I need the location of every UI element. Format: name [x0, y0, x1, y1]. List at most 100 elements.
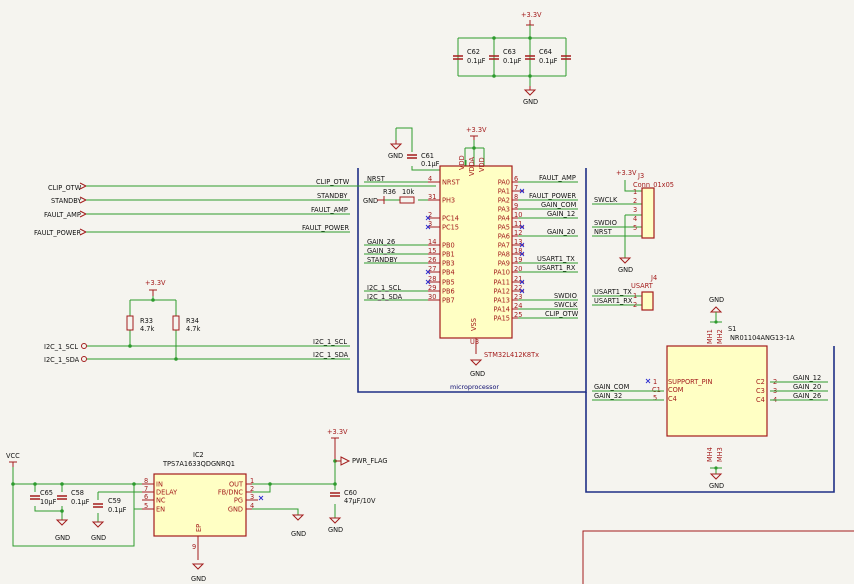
mcu-right-pin-name: PA6: [498, 233, 510, 241]
hier-label-2: FAULT_AMP: [44, 211, 81, 219]
no-connect-mark: [425, 224, 431, 230]
pullup-group: +3.3V R33 4.7k R34 4.7k: [126, 279, 200, 361]
mcu-left-pin-num: 29: [428, 284, 436, 292]
next-sheet-edge: [582, 530, 854, 584]
gnd-s1-top: GND: [709, 296, 724, 304]
j3-net-2: NRST: [594, 228, 613, 236]
j4-part: USART: [631, 282, 654, 290]
j3-net-0: SWCLK: [594, 196, 618, 204]
mcu-right-pin-num: 25: [514, 311, 522, 319]
svg-text:2: 2: [633, 197, 637, 205]
mcu-right-pin-name: PA3: [498, 206, 510, 214]
no-connect-mark: [425, 279, 431, 285]
net-right-7: SWDIO: [554, 292, 577, 300]
net-scl-left: I2C_1_SCL: [367, 284, 401, 292]
r36-ref: R36: [383, 188, 396, 196]
c59-val: 0.1µF: [108, 506, 127, 514]
mcu-bottom-pin: VSS: [470, 318, 478, 331]
ic2-ep: EP: [195, 524, 203, 532]
mcu-left-pin-name: PB6: [442, 288, 455, 296]
ic2-right-pin-name: OUT: [229, 481, 244, 489]
ic2-right-pin-name: GND: [228, 506, 243, 514]
no-connect-mark: [519, 251, 525, 257]
s1-part: NR01104ANG13-1A: [730, 334, 795, 342]
mcu-right-pin-num: 12: [514, 229, 522, 237]
ic2-right-pin-num: 3: [250, 493, 254, 501]
ic2-right-pin-num: 4: [250, 502, 254, 510]
mcu-left-pin-name: PB0: [442, 242, 455, 250]
svg-text:4: 4: [633, 215, 637, 223]
j3-ref: J3: [637, 172, 644, 180]
c58-val: 0.1µF: [71, 498, 90, 506]
mcu-top-2: VDD: [478, 157, 486, 172]
mcu-top-0: VDD: [458, 155, 466, 170]
mcu-right-pin-num: 22: [514, 284, 522, 292]
svg-text:5: 5: [633, 224, 637, 232]
mcu-left-pin-name: NRST: [442, 179, 461, 187]
c62-ref: C62: [467, 48, 480, 56]
net-left-1: STANDBY: [317, 192, 348, 200]
c62-val: 0.1µF: [467, 57, 486, 65]
net-right-6: USART1_RX: [537, 264, 576, 272]
gnd-ic2-pin: GND: [291, 530, 306, 538]
no-connect-mark: [519, 242, 525, 248]
mcu-left-pin-name: PH3: [442, 197, 455, 205]
mcu-right-pin-num: 9: [514, 202, 518, 210]
pwr-label-mcu: +3.3V: [466, 126, 487, 134]
mcu-left-pin-num: 4: [428, 175, 432, 183]
hier-label-5: I2C_1_SDA: [44, 356, 80, 364]
c61-group: GND C61 0.1µF +3.3V: [388, 126, 487, 171]
mcu-ref: U3: [470, 338, 479, 346]
s1-net-left-0: GAIN_COM: [594, 383, 630, 391]
gnd-c59: GND: [91, 534, 106, 542]
mcu-right-pins: 6PA07PA18PA29PA310PA411PA512PA613PA718PA…: [494, 175, 525, 323]
ic2-left-pin-num: 8: [144, 477, 148, 485]
gnd-c60: GND: [328, 526, 343, 534]
c60-val: 47µF/10V: [344, 497, 376, 505]
ic2-left-pin-num: 7: [144, 485, 148, 493]
connector-j3: +3.3V J3 Conn_01x05 GND SWCLK SWDIO NRST…: [592, 169, 674, 274]
mcu-right-pin-name: PA1: [498, 188, 510, 196]
r36-val: 10k: [402, 188, 414, 196]
pwr-label-pullup: +3.3V: [145, 279, 166, 287]
s1-pin-c3: C3: [756, 387, 765, 395]
c63-ref: C63: [503, 48, 516, 56]
mcu-left-pin-name: PB3: [442, 260, 455, 268]
mcu-right-pin-name: PA5: [498, 224, 510, 232]
c59-ref: C59: [108, 497, 121, 505]
mcu-left-pin-name: PB7: [442, 297, 455, 305]
mcu-right-pin-name: PA15: [494, 315, 510, 323]
mcu-right-pin-num: 20: [514, 265, 522, 273]
s1-pin-support: SUPPORT_PIN: [668, 378, 713, 386]
ic2-ref: IC2: [193, 451, 204, 459]
r33-ref: R33: [140, 317, 153, 325]
ic2-right-pin-num: 2: [250, 485, 254, 493]
gnd-mcu: GND: [470, 370, 485, 378]
mcu-right-pin-name: PA0: [498, 179, 510, 187]
pwr-flag: PWR_FLAG: [352, 457, 388, 465]
r34-val: 4.7k: [186, 325, 200, 333]
no-connect-mark: [425, 215, 431, 221]
net-left-3: FAULT_POWER: [302, 224, 349, 232]
ic2-left-pin-name: NC: [156, 497, 166, 505]
mcu-left-pin-name: PC14: [442, 215, 459, 223]
net-right-8: SWCLK: [554, 301, 578, 309]
mcu-right-pin-name: PA4: [498, 215, 510, 223]
s1-mh-bot-0: MH4: [706, 447, 714, 462]
mcu-left-pin-num: 30: [428, 293, 436, 301]
gnd-ic2: GND: [191, 575, 206, 583]
c65-ref: C65: [40, 489, 53, 497]
ic2-part: TPS7A1633QDGNRQ1: [162, 460, 235, 468]
gnd-c61: GND: [388, 152, 403, 160]
ic2-left-pin-name: IN: [156, 481, 163, 489]
mcu-right-pin-num: 19: [514, 256, 522, 264]
mcu-right-pin-num: 24: [514, 302, 522, 310]
ic2-right-pin-name: FB/DNC: [218, 489, 244, 497]
mcu-right-pin-num: 18: [514, 247, 522, 255]
s1-pin-c4: C4: [756, 396, 765, 404]
mcu-right-pin-num: 11: [514, 220, 522, 228]
svg-text:3: 3: [633, 206, 637, 214]
